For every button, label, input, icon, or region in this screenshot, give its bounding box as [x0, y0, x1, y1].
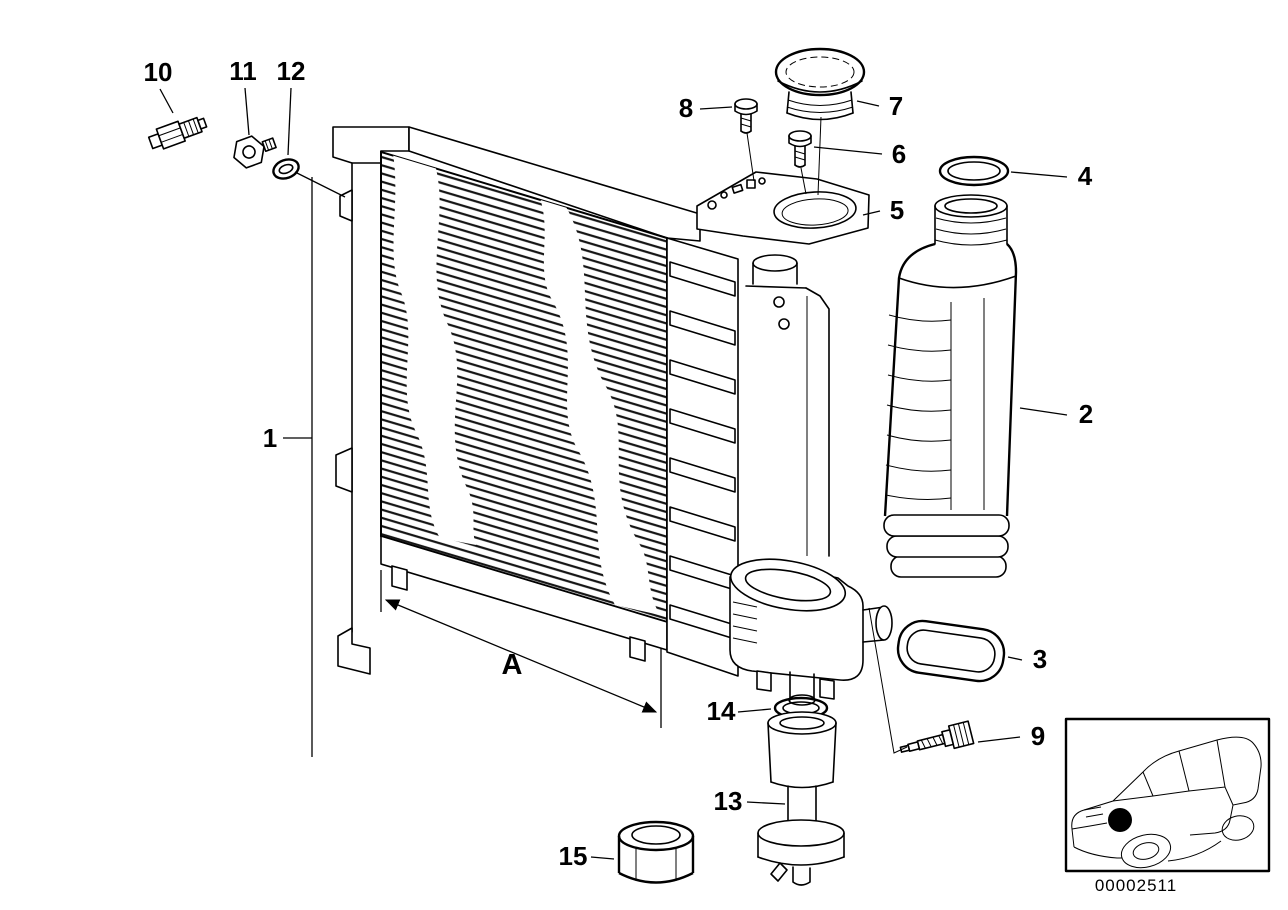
- leader-8-drop: [746, 132, 755, 182]
- leader-14: [737, 708, 772, 713]
- radiator-side-tank: [745, 254, 830, 557]
- callout-12-label: 12: [277, 56, 306, 86]
- part-11-nut: [233, 135, 277, 169]
- radiator-bottom-foot-right: [629, 636, 646, 662]
- part-15-cap-nut: [617, 820, 695, 884]
- dimension-a-label: A: [502, 649, 523, 681]
- leader-6-drop: [800, 167, 807, 195]
- callout-labels: 10 11 12 1 8 7 6 5 4 2 3 9 14 13 15 A: [144, 56, 1094, 871]
- callout-6-label: 6: [892, 139, 906, 169]
- leader-7-drop: [817, 116, 822, 196]
- car-inset-frame: [1064, 717, 1271, 873]
- radiator-hook-mid: [335, 447, 353, 493]
- leader-9-from-housing: [868, 607, 908, 754]
- callout-8-label: 8: [679, 93, 693, 123]
- leader-12-to-radiator: [294, 171, 346, 198]
- leader-8: [699, 106, 733, 110]
- leader-5: [862, 210, 881, 216]
- radiator-top-rail: [408, 126, 701, 242]
- leader-10: [159, 88, 174, 114]
- leader-13: [746, 801, 786, 805]
- leader-15: [590, 856, 615, 860]
- radiator-outlet-housing: [729, 558, 893, 706]
- callout-3-label: 3: [1033, 644, 1047, 674]
- leader-6: [813, 146, 883, 155]
- part-2-expansion-tank: [883, 194, 1018, 578]
- radiator-fin-highlights: [392, 152, 660, 615]
- callout-2-label: 2: [1079, 399, 1093, 429]
- callout-13-label: 13: [714, 786, 743, 816]
- radiator-bottom-foot-left: [391, 565, 408, 591]
- leader-3: [1007, 656, 1023, 661]
- callout-4-label: 4: [1078, 161, 1093, 191]
- callout-11-label: 11: [229, 56, 257, 86]
- location-marker-dot: [1108, 808, 1132, 832]
- leader-7: [856, 100, 880, 107]
- radiator-side-slats: [666, 237, 739, 677]
- part-12-washer: [272, 158, 300, 180]
- leader-11: [244, 87, 250, 136]
- leader-9: [977, 736, 1021, 743]
- car-illustration: [1071, 736, 1262, 869]
- leader-1: [283, 177, 313, 757]
- car-inset: [1064, 717, 1271, 873]
- part-5-mounting-plate: [696, 171, 870, 245]
- callout-14-label: 14: [707, 696, 736, 726]
- callout-7-label: 7: [889, 91, 903, 121]
- part-6-screw: [788, 130, 812, 168]
- part-4-o-ring: [938, 155, 1010, 187]
- leader-12: [287, 87, 292, 156]
- part-3-gasket: [896, 619, 1006, 683]
- part-10-sensor: [147, 116, 208, 150]
- leader-2: [1019, 407, 1068, 416]
- part-9-drain-plug: [899, 720, 975, 753]
- callout-5-label: 5: [890, 195, 904, 225]
- radiator-foot: [337, 627, 371, 675]
- callout-15-label: 15: [559, 841, 588, 871]
- radiator-hook-top: [339, 189, 353, 222]
- part-13-drain-fitting: [757, 711, 845, 886]
- leader-lines: [159, 87, 1068, 860]
- part-8-screw: [734, 98, 758, 134]
- callout-9-label: 9: [1031, 721, 1045, 751]
- callout-10-label: 10: [144, 57, 173, 87]
- callout-1-label: 1: [263, 423, 277, 453]
- dimension-a: [380, 570, 662, 728]
- leader-4: [1010, 171, 1068, 178]
- drawing-number: 00002511: [1095, 876, 1177, 895]
- part-7-cap: [774, 47, 866, 121]
- dimension-line: [384, 599, 658, 713]
